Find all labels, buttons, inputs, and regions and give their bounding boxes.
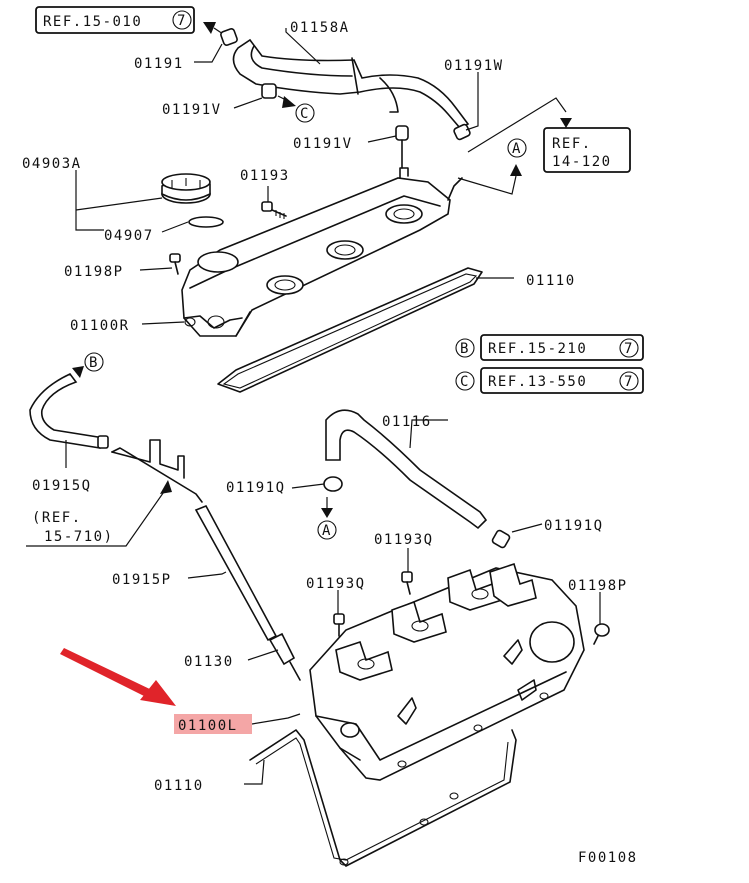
marker-C: C	[295, 103, 315, 123]
marker-A-bottom-text: A	[322, 523, 332, 539]
bolt-01193Q-top[interactable]	[401, 571, 413, 595]
ref-B-box[interactable]: B REF.15-210 7	[455, 334, 644, 361]
ref-15-710-note[interactable]: (REF. 15-710)	[26, 480, 172, 547]
clamp-01191Q-right[interactable]	[491, 529, 511, 549]
bolt-01198P-right[interactable]	[593, 623, 610, 645]
ref-15-010-box[interactable]: REF.15-010 7	[35, 6, 195, 34]
rocker-cover-01100L[interactable]	[309, 562, 585, 781]
ref-15-010-circle: 7	[177, 13, 187, 29]
label-01193: 01193	[240, 168, 290, 184]
ref-14-120-line2: 14-120	[552, 154, 612, 170]
marker-A-top-text: A	[512, 141, 522, 157]
label-01191Q-top: 01191Q	[226, 480, 286, 496]
label-01158A: 01158A	[290, 20, 350, 36]
gasket-04907[interactable]	[188, 216, 224, 228]
label-01191Q-right: 01191Q	[544, 518, 604, 534]
label-01915P: 01915P	[112, 572, 172, 588]
oil-filler-cap-04903A[interactable]	[161, 173, 211, 204]
label-01198P-right: 01198P	[568, 578, 628, 594]
highlighted-part-01100L[interactable]: 01100L	[174, 714, 252, 734]
red-pointer-arrow	[60, 648, 176, 706]
marker-B: B	[84, 352, 104, 372]
label-01191: 01191	[134, 56, 184, 72]
bolt-01193Q-mid[interactable]	[333, 613, 345, 637]
ref-C-box[interactable]: C REF.13-550 7	[455, 367, 644, 394]
ref-15-010-text: REF.15-010	[43, 14, 142, 30]
label-01100R: 01100R	[70, 318, 130, 334]
ref-14-120-box[interactable]: REF. 14-120	[543, 127, 631, 173]
label-01191W: 01191W	[444, 58, 504, 74]
label-01191V-mid: 01191V	[293, 136, 353, 152]
connector-01130[interactable]	[268, 632, 301, 681]
ref-14-120-line1: REF.	[552, 136, 592, 152]
ref-C-letter: C	[460, 374, 470, 390]
label-01193Q-top: 01193Q	[374, 532, 434, 548]
hose-bracket[interactable]	[111, 439, 203, 503]
cover-gasket-01110-top[interactable]	[217, 267, 483, 393]
breather-hose-01116[interactable]	[325, 409, 488, 530]
clamp-01191V-mid[interactable]	[395, 125, 409, 169]
label-01130: 01130	[184, 654, 234, 670]
clamp-01191Q-top[interactable]	[323, 476, 343, 492]
label-01193Q-mid: 01193Q	[306, 576, 366, 592]
ref-B-circle: 7	[624, 341, 634, 357]
marker-B-text: B	[89, 355, 99, 371]
figure-code: F00108	[578, 850, 638, 866]
label-04907: 04907	[104, 228, 154, 244]
ref-15-710-line1: (REF.	[32, 510, 82, 526]
label-01191V-top: 01191V	[162, 102, 222, 118]
cover-gasket-01110-bottom[interactable]	[249, 729, 517, 867]
rocker-cover-01100R[interactable]	[181, 167, 463, 337]
label-01915Q: 01915Q	[32, 478, 92, 494]
ref-B-letter: B	[460, 341, 470, 357]
ref-B-text: REF.15-210	[488, 341, 587, 357]
clamp-01191V-top[interactable]	[261, 83, 296, 108]
breather-hose-01915P[interactable]	[194, 504, 278, 642]
marker-A-bottom: A	[317, 520, 337, 540]
marker-C-text: C	[300, 106, 310, 122]
label-01110-top: 01110	[526, 273, 576, 289]
label-01198P-top: 01198P	[64, 264, 124, 280]
bolt-01198P-top[interactable]	[169, 253, 181, 275]
clamp-01191W[interactable]	[453, 123, 471, 141]
clamp-01191[interactable]	[220, 28, 238, 46]
label-01116: 01116	[382, 414, 432, 430]
ref-C-text: REF.13-550	[488, 374, 587, 390]
marker-A-top: A	[507, 138, 527, 158]
ref-C-circle: 7	[624, 374, 634, 390]
label-04903A: 04903A	[22, 156, 82, 172]
ref-15-710-line2: 15-710)	[44, 529, 114, 545]
bolt-01193[interactable]	[261, 201, 287, 219]
label-01110-bottom: 01110	[154, 778, 204, 794]
label-01100L: 01100L	[178, 718, 238, 734]
breather-hose-01915Q[interactable]	[29, 373, 109, 449]
